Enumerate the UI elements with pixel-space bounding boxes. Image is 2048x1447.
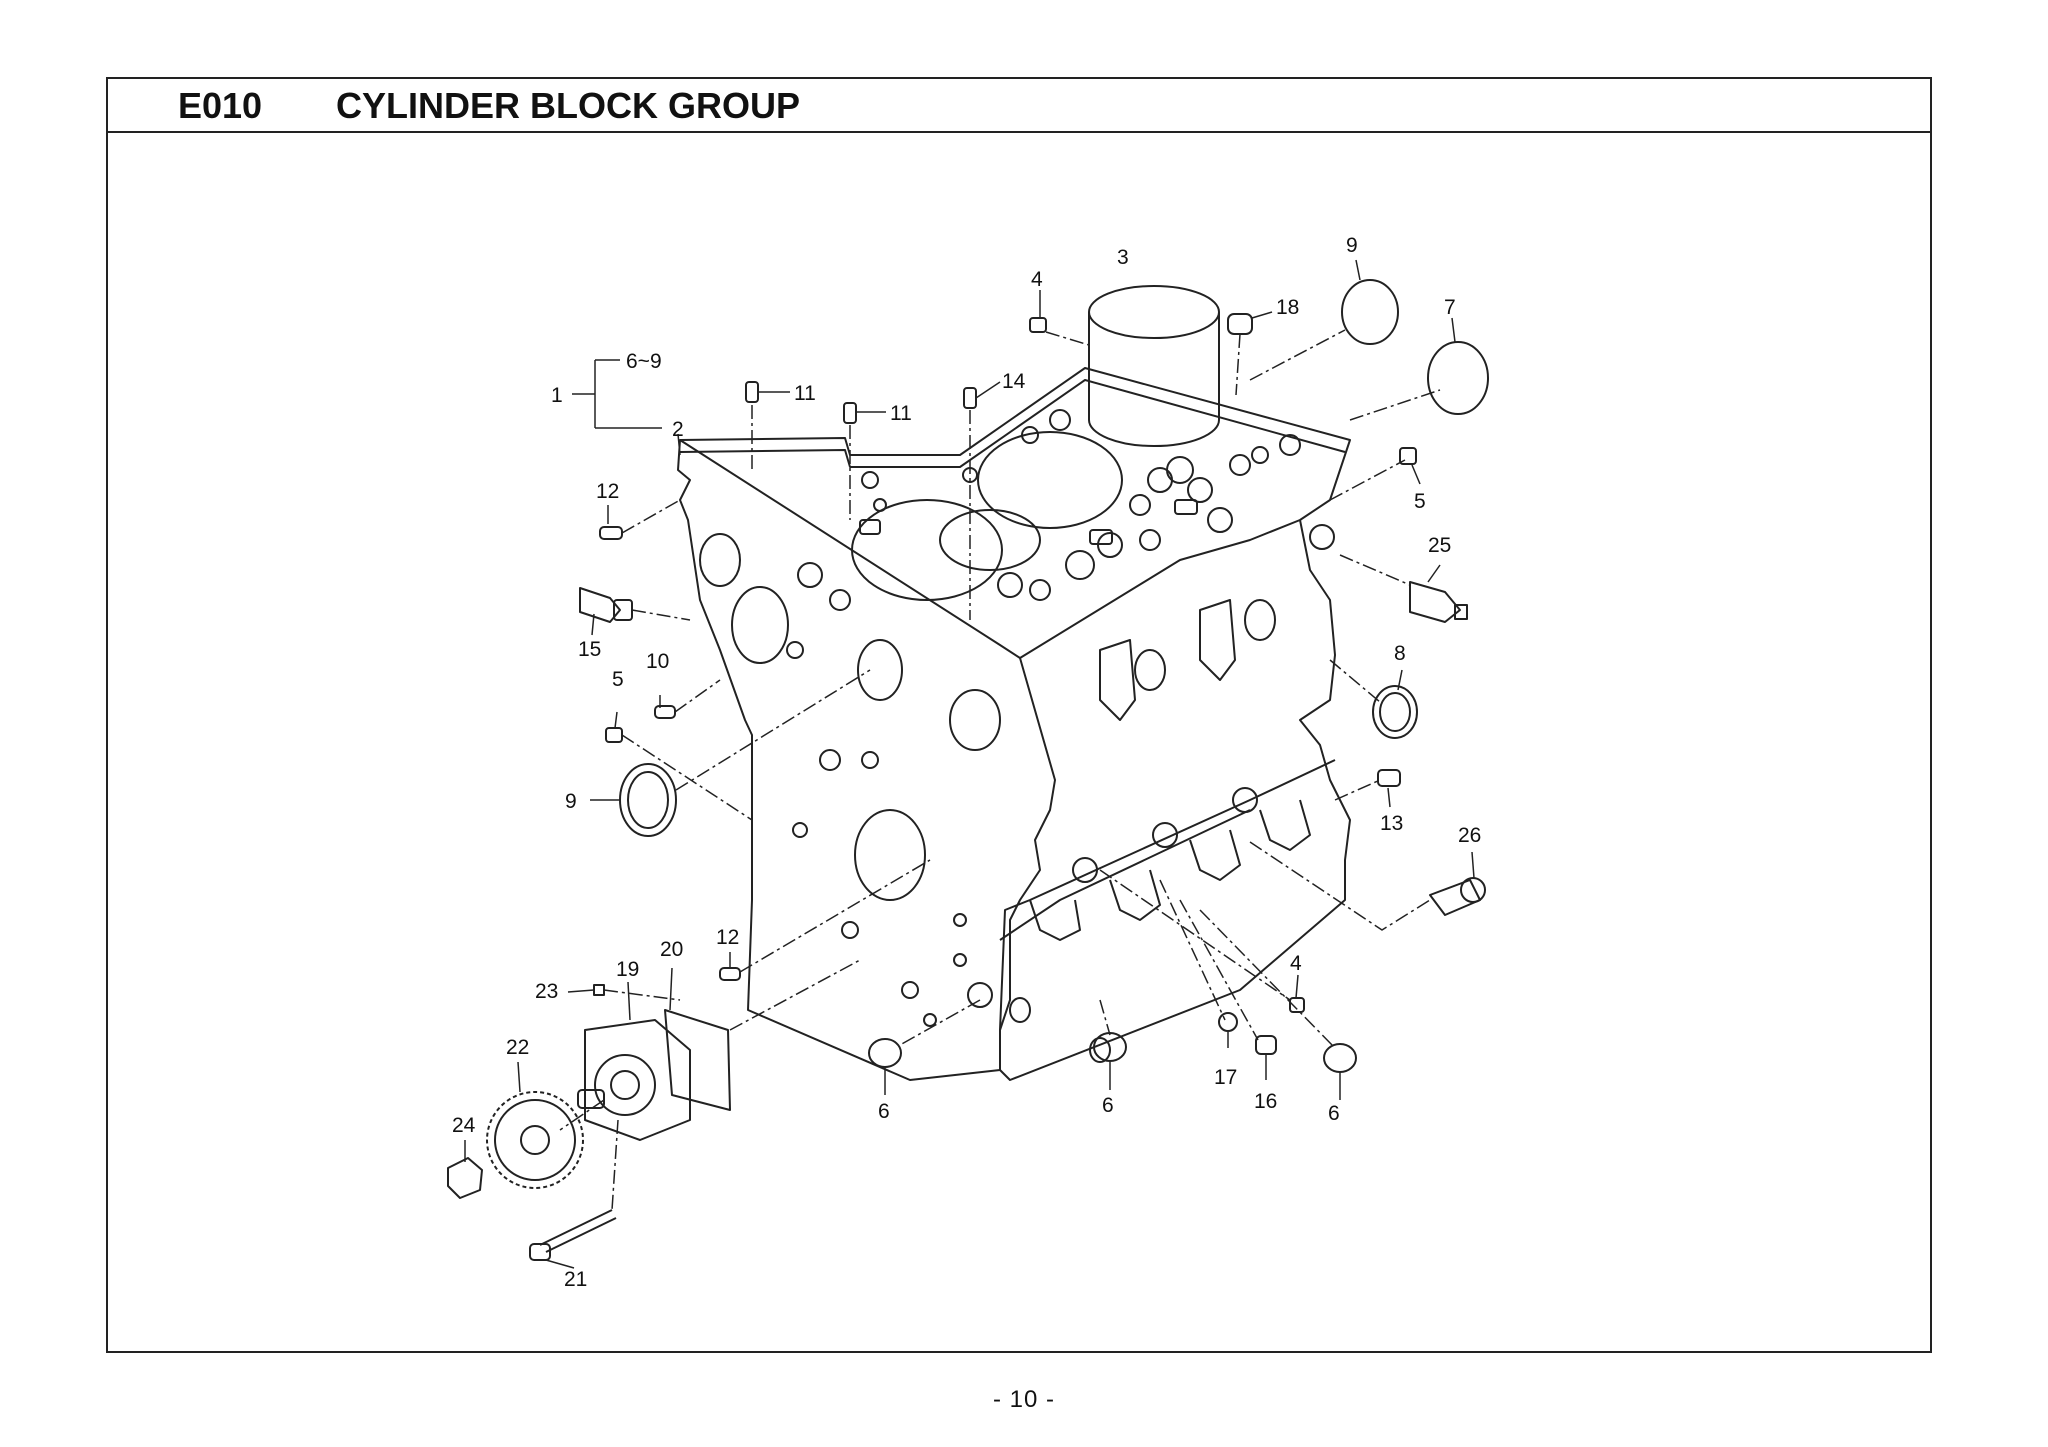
callout-1: 1 <box>551 384 563 407</box>
page-frame: E010 CYLINDER BLOCK GROUP <box>106 77 1932 1353</box>
cylinder-block <box>677 367 1351 1081</box>
callout-22: 22 <box>506 1036 529 1059</box>
callout-12-upper: 12 <box>596 480 619 503</box>
callout-18: 18 <box>1276 296 1299 319</box>
title-bar: E010 CYLINDER BLOCK GROUP <box>108 79 1930 133</box>
callout-8: 8 <box>1394 642 1406 665</box>
callout-11-left: 11 <box>794 382 816 405</box>
callout-12-lower: 12 <box>716 926 739 949</box>
callout-5-left: 5 <box>612 668 624 691</box>
callout-6-9: 6~9 <box>626 350 662 373</box>
callout-3: 3 <box>1117 246 1129 269</box>
callout-26: 26 <box>1458 824 1481 847</box>
callout-6-mid: 6 <box>1102 1094 1114 1117</box>
callout-24: 24 <box>452 1114 476 1137</box>
callout-17: 17 <box>1214 1066 1237 1089</box>
callout-25: 25 <box>1428 534 1451 557</box>
cylinder-liner <box>1088 285 1220 447</box>
callout-23: 23 <box>535 980 558 1003</box>
page-title: CYLINDER BLOCK GROUP <box>336 85 801 126</box>
callout-labels: 1 6~9 2 3 4 18 9 7 5 25 8 13 26 11 11 14… <box>452 234 1481 1291</box>
callout-7: 7 <box>1444 296 1456 319</box>
callout-6-right: 6 <box>1328 1102 1340 1125</box>
callout-20: 20 <box>660 938 683 961</box>
leader-lines <box>464 259 1475 1269</box>
assembly-lines <box>559 329 1441 1211</box>
callout-9-top: 9 <box>1346 234 1358 257</box>
callout-10: 10 <box>646 650 669 673</box>
section-code: E010 <box>178 85 263 126</box>
callout-21: 21 <box>564 1268 587 1291</box>
callout-15: 15 <box>578 638 601 661</box>
callout-19: 19 <box>616 958 639 981</box>
callout-9-left: 9 <box>565 790 577 813</box>
callout-4-top: 4 <box>1031 268 1043 291</box>
callout-2: 2 <box>672 418 684 441</box>
page-number: - 10 - <box>992 1386 1055 1413</box>
callout-13: 13 <box>1380 812 1403 835</box>
callout-14: 14 <box>1002 370 1026 393</box>
callout-11-right: 11 <box>890 402 912 425</box>
callout-5-right: 5 <box>1414 490 1426 513</box>
callout-16: 16 <box>1254 1090 1277 1113</box>
callout-4-lower: 4 <box>1290 952 1302 975</box>
callout-6-left: 6 <box>878 1100 890 1123</box>
